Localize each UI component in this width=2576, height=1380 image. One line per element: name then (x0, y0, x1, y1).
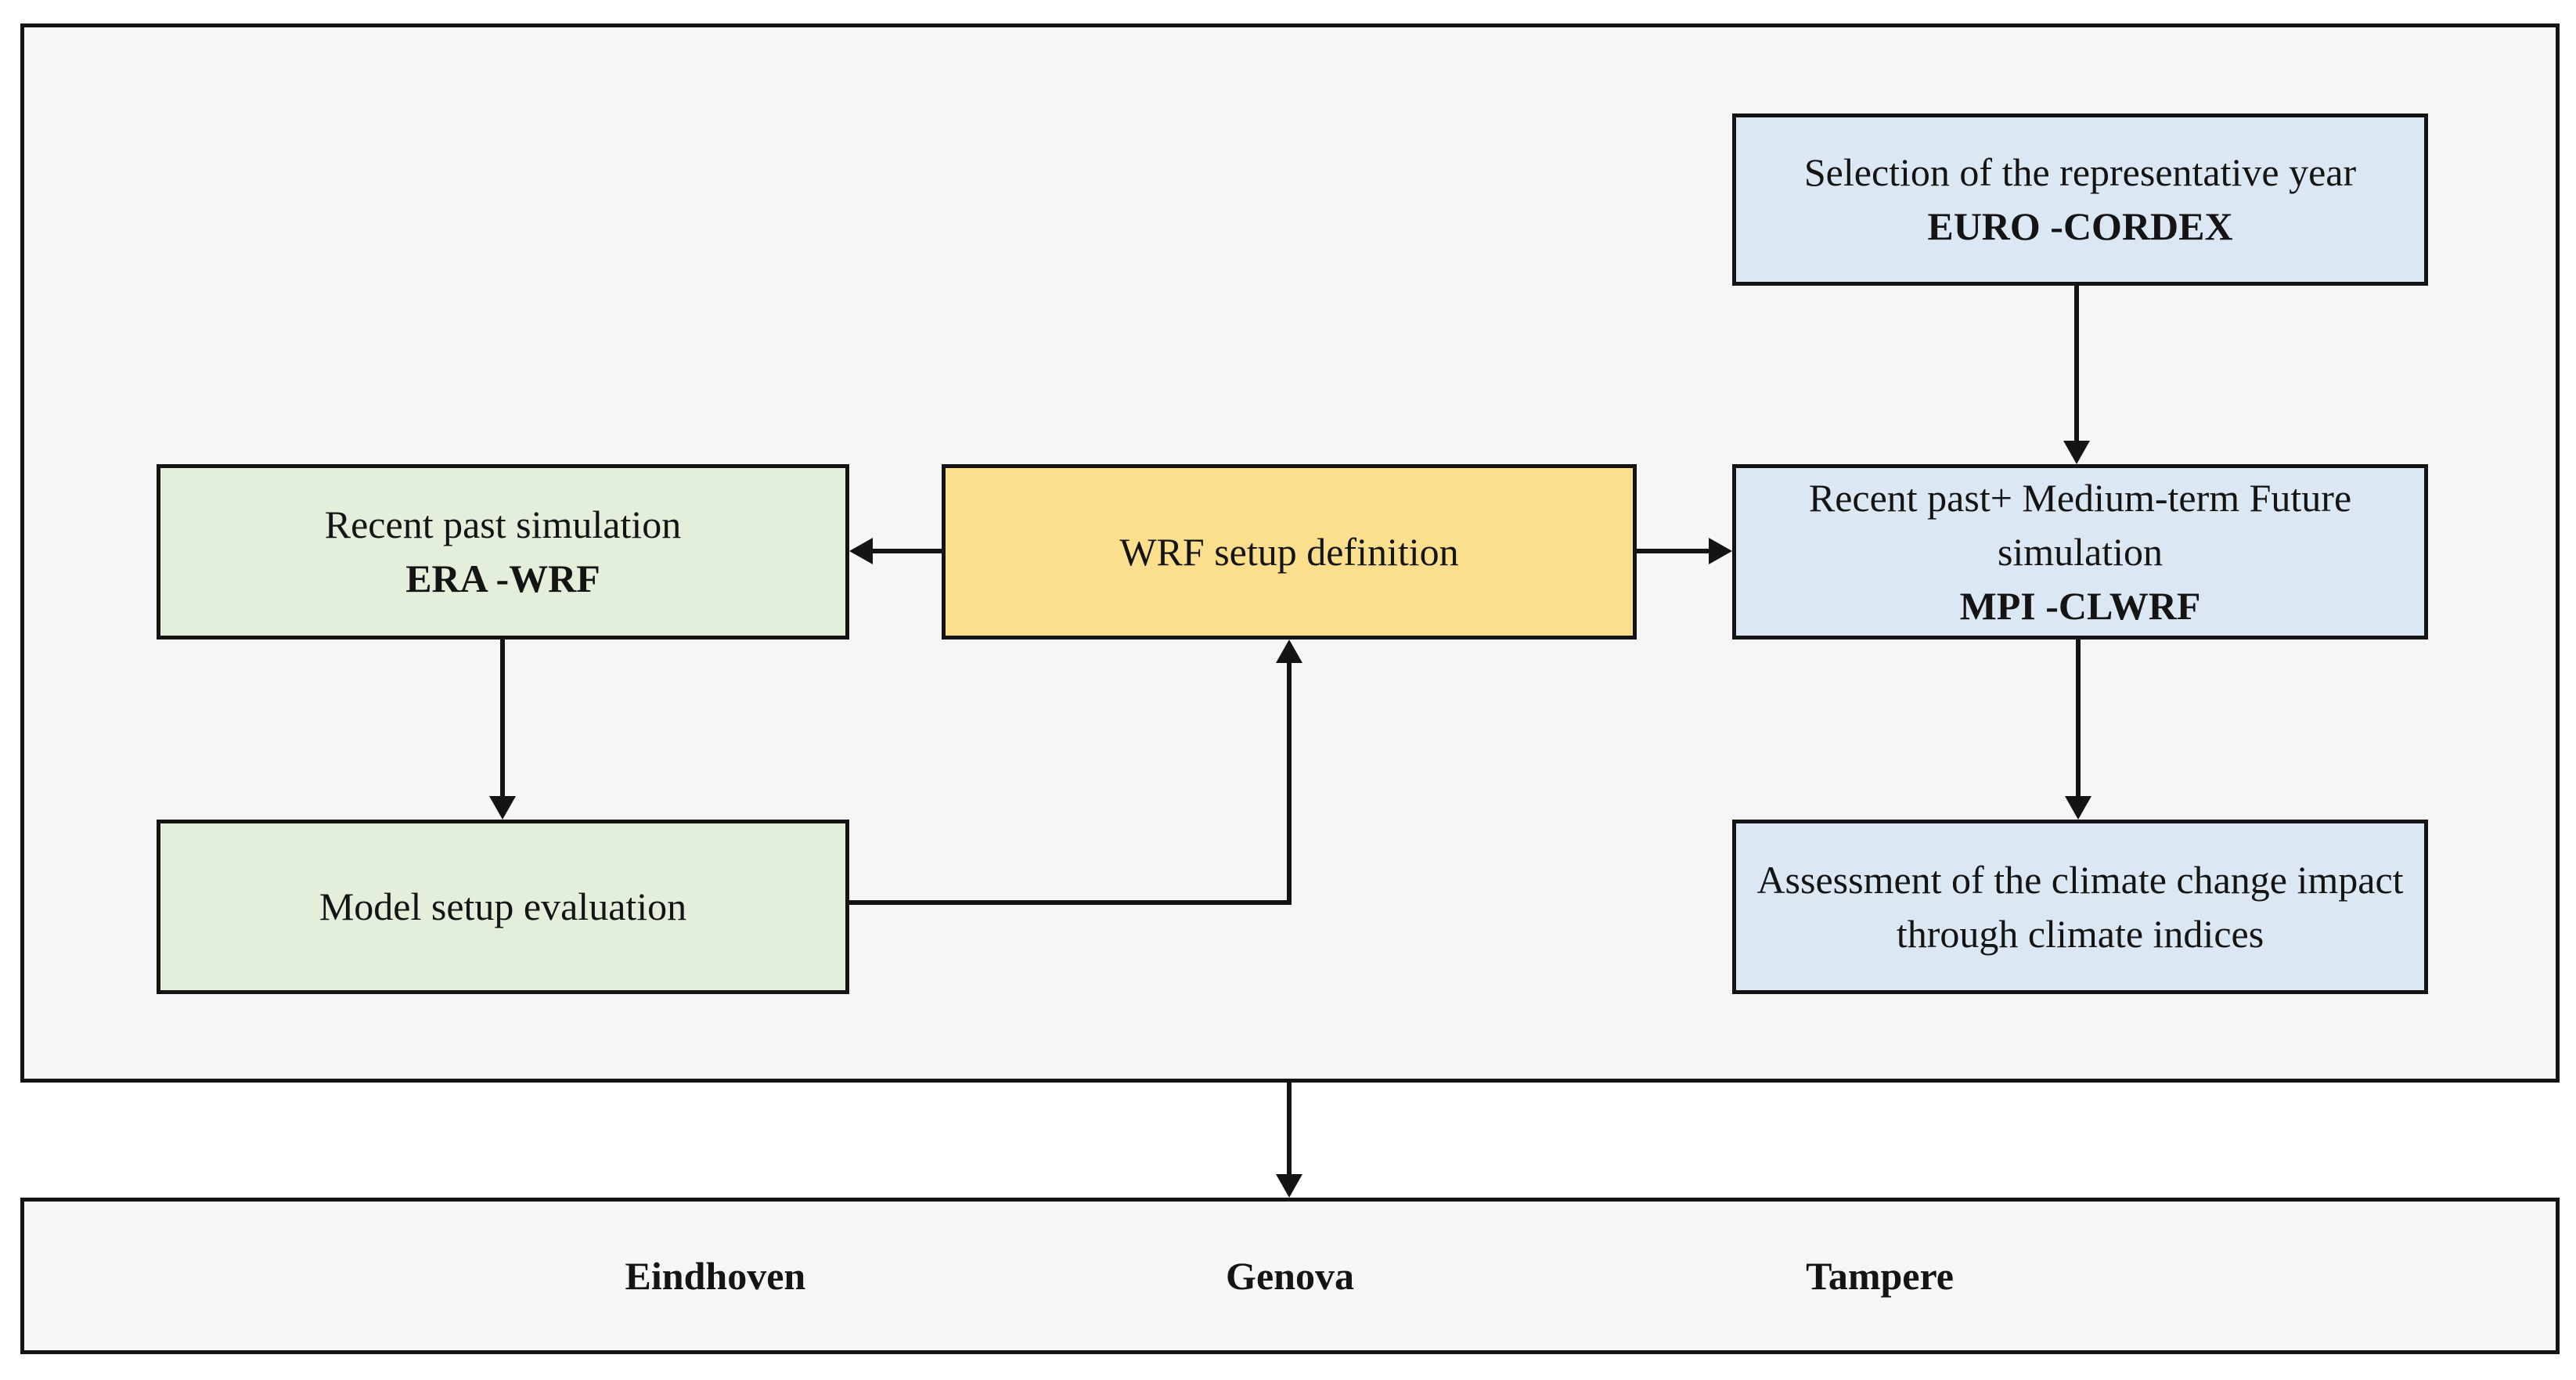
cities-panel: Eindhoven Genova Tampere (20, 1198, 2560, 1354)
node-modeleval-label: Model setup evaluation (319, 885, 687, 928)
node-recent-past-simulation: Recent past simulation ERA -WRF (157, 464, 849, 640)
arrow-wrf-to-mpi (1637, 549, 1709, 553)
node-recent-dataset-label: ERA -WRF (405, 557, 600, 600)
node-climate-impact-assessment: Assessment of the climate change impact … (1732, 820, 2428, 994)
arrowhead-wrf-to-mpi (1709, 538, 1732, 564)
arrowhead-recent-to-modeleval (489, 796, 516, 820)
node-model-setup-evaluation: Model setup evaluation (157, 820, 849, 994)
node-selection-dataset-label: EURO -CORDEX (1927, 204, 2233, 248)
arrowhead-selection-to-mpi (2063, 441, 2090, 464)
node-mpi-dataset-label: MPI -CLWRF (1959, 583, 2201, 628)
arrow-modeleval-to-wrf-vertical (1287, 661, 1292, 905)
arrowhead-mpi-to-assessment (2065, 796, 2091, 820)
arrow-recent-to-modeleval (500, 640, 505, 796)
arrow-panel-to-cities (1287, 1083, 1292, 1174)
arrow-wrf-to-recent (869, 549, 942, 553)
node-wrf-label: WRF setup definition (1119, 529, 1459, 574)
node-assess-label: Assessment of the climate change impact … (1756, 857, 2404, 956)
city-label-eindhoven: Eindhoven (625, 1254, 806, 1298)
arrowhead-modeleval-to-wrf (1276, 640, 1302, 663)
arrow-modeleval-to-wrf-horizontal (849, 900, 1292, 905)
node-recent-label: Recent past simulation (324, 503, 682, 546)
node-mpi-label: Recent past+ Medium-term Future simulati… (1808, 475, 2352, 574)
arrowhead-panel-to-cities (1276, 1174, 1302, 1198)
node-future-simulation: Recent past+ Medium-term Future simulati… (1732, 464, 2428, 640)
city-label-genova: Genova (1226, 1254, 1354, 1298)
arrow-selection-to-mpi (2074, 286, 2079, 441)
arrow-mpi-to-assessment (2076, 639, 2081, 796)
node-wrf-setup-definition: WRF setup definition (942, 464, 1637, 640)
arrowhead-wrf-to-recent (849, 538, 873, 564)
city-label-tampere: Tampere (1806, 1254, 1954, 1298)
node-selection-label: Selection of the representative year (1803, 150, 2357, 194)
node-selection-representative-year: Selection of the representative year EUR… (1732, 113, 2428, 286)
